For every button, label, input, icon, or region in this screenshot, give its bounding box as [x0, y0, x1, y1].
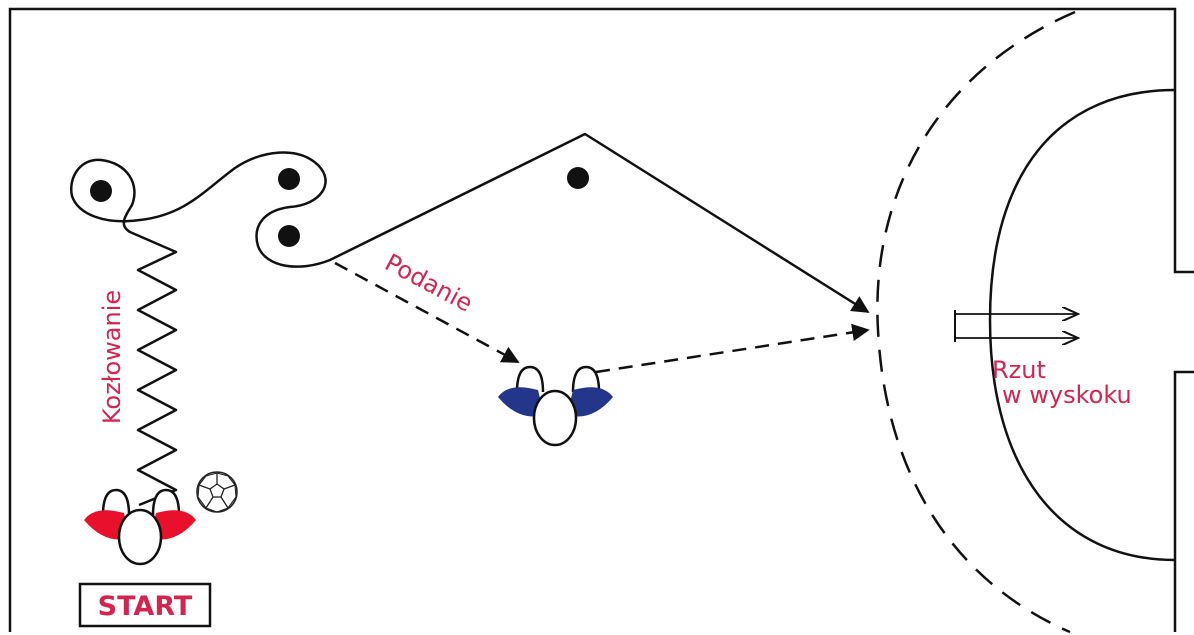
shot-label-line1: Rzut — [992, 356, 1046, 384]
handball-icon — [196, 471, 238, 513]
player-red-icon — [84, 488, 196, 566]
dribble-label: Kozłowanie — [98, 290, 126, 424]
pass-label: Podanie — [380, 248, 477, 317]
pass-arrow — [334, 261, 520, 364]
cone-marker — [278, 168, 300, 190]
dribble-path — [69, 132, 870, 507]
shot-label-line2: w wyskoku — [1002, 381, 1132, 409]
court-boundary — [8, 7, 1194, 632]
shot-arrows — [954, 310, 1078, 342]
start-label: START — [98, 591, 193, 622]
goal-area-line — [988, 88, 1176, 562]
cone-marker — [278, 225, 300, 247]
run-arrow — [595, 323, 870, 374]
cone-marker — [567, 167, 589, 189]
start-box — [78, 582, 212, 628]
cone-marker — [90, 180, 112, 202]
player-blue-icon — [498, 365, 613, 447]
free-throw-line — [876, 10, 1076, 634]
